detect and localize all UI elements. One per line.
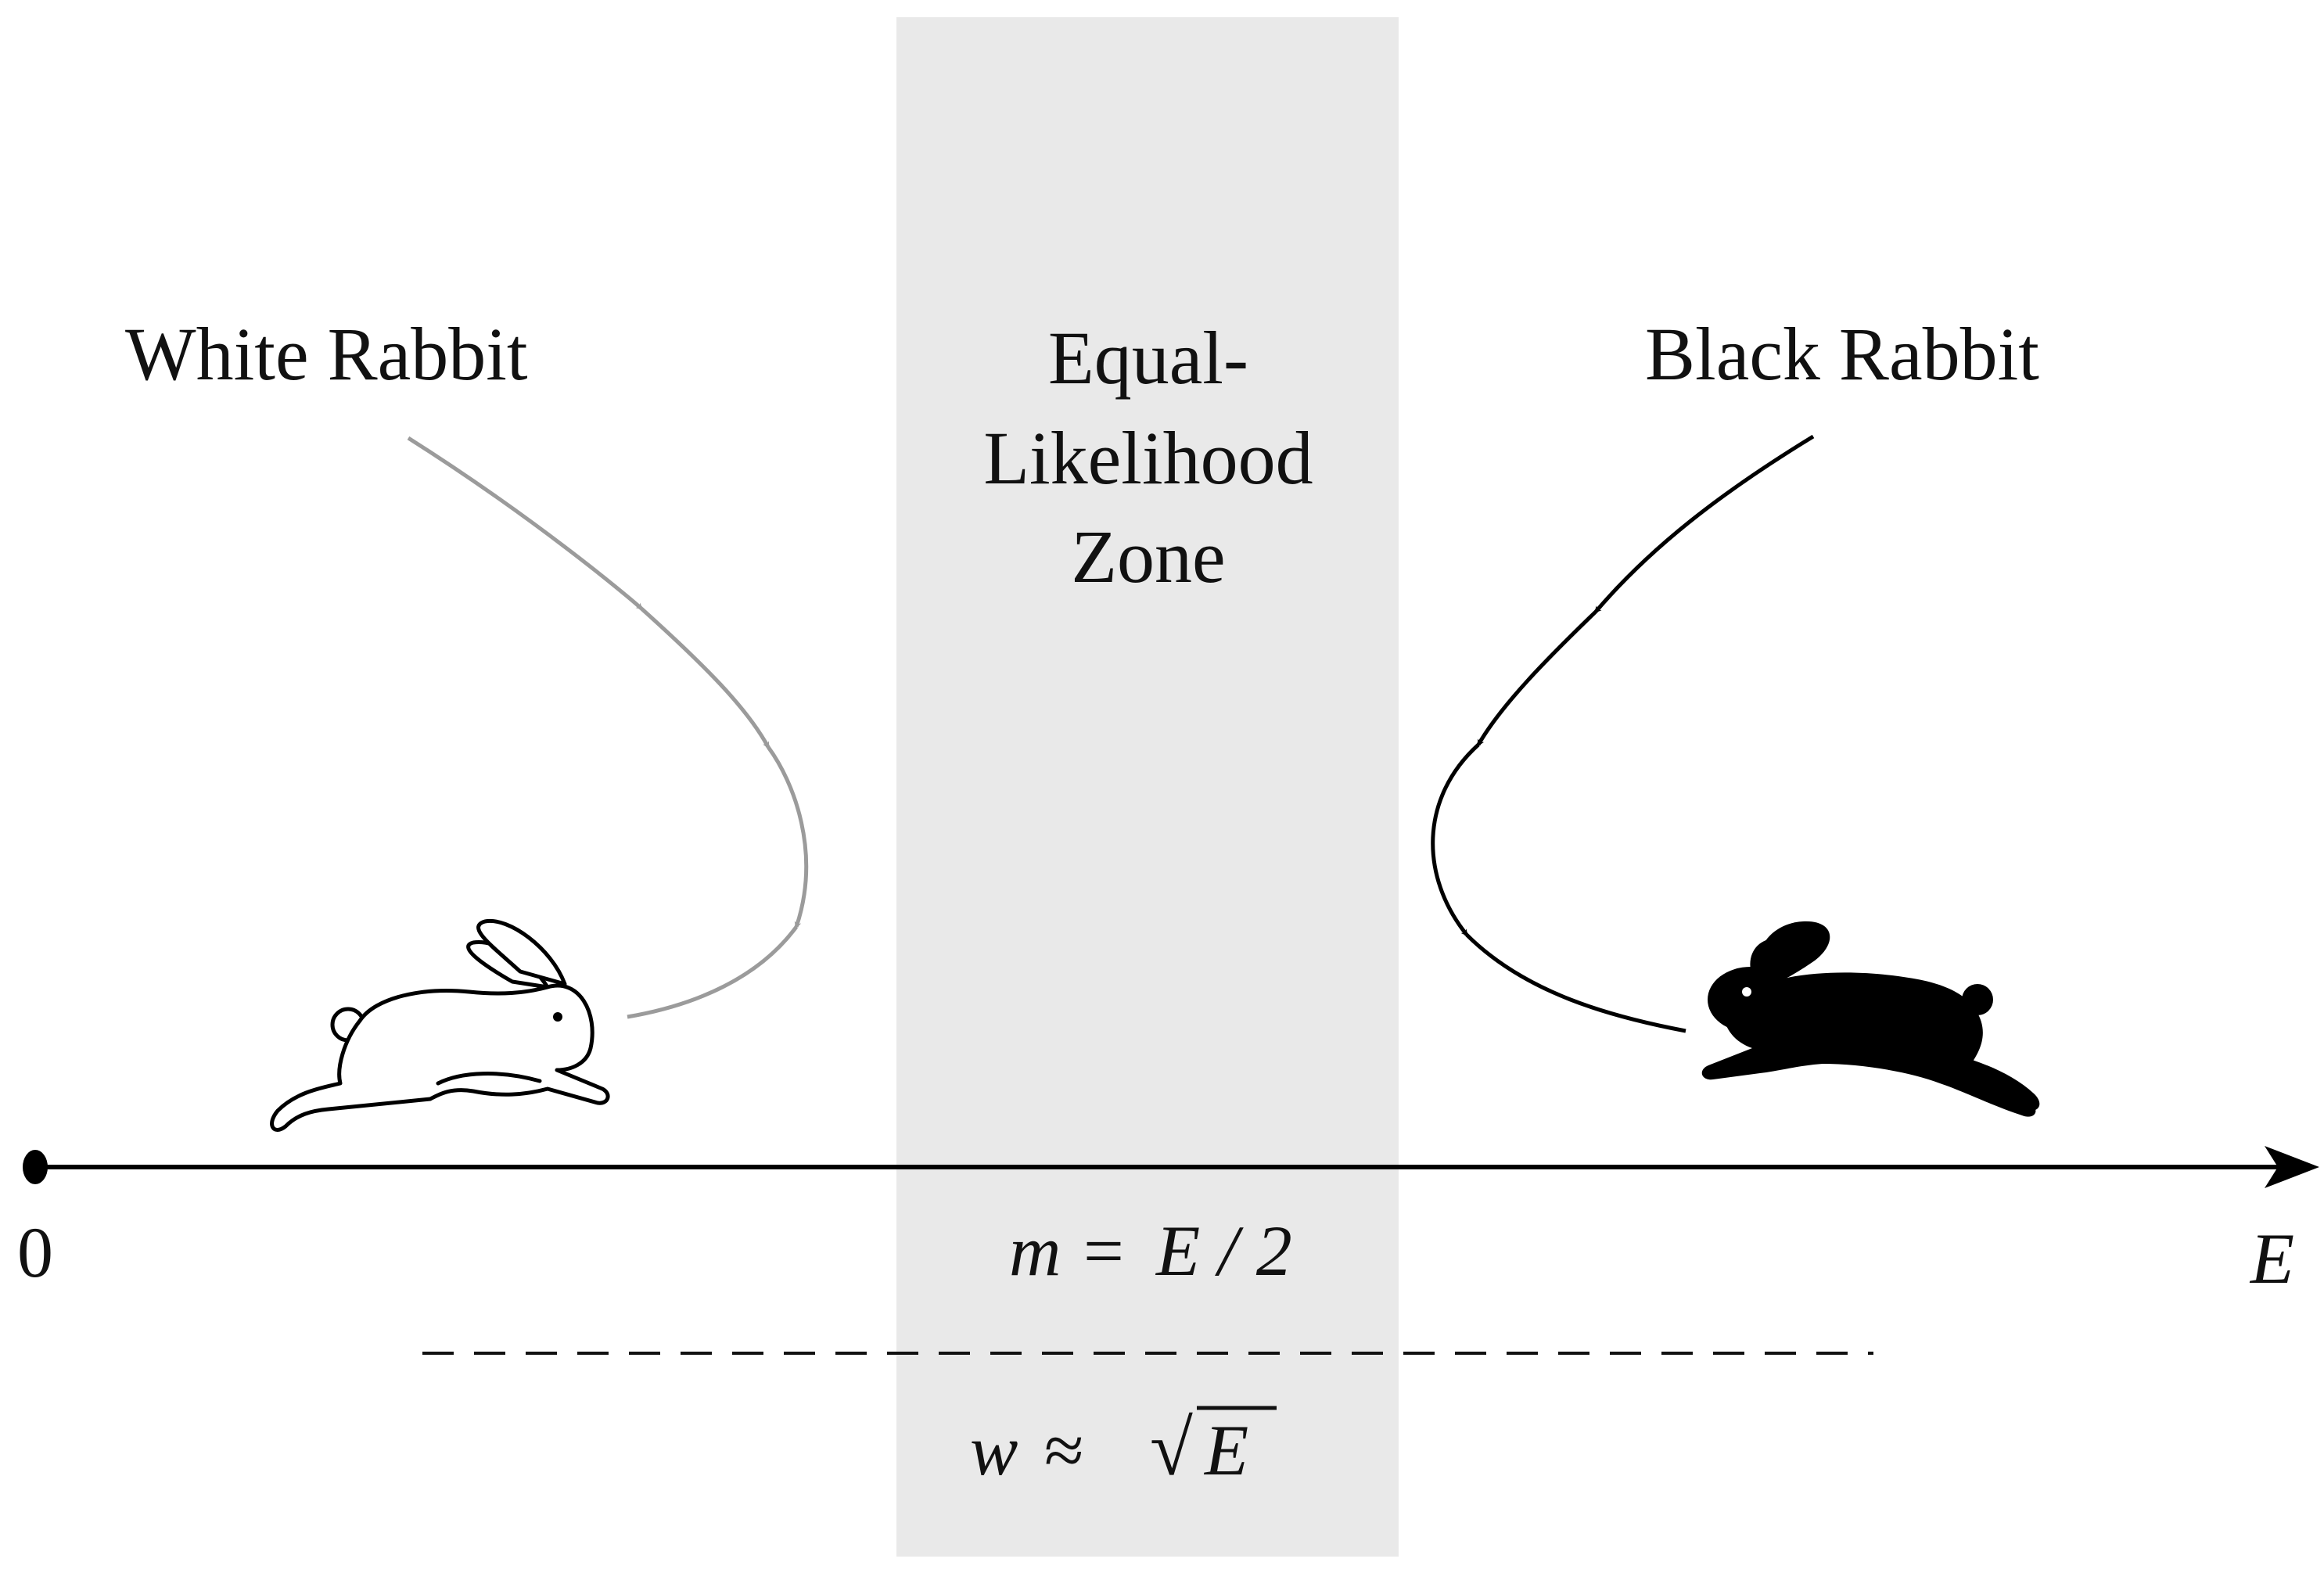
axis-end-label: E bbox=[2249, 1219, 2294, 1298]
energy-axis bbox=[23, 1146, 2319, 1188]
origin-dot bbox=[23, 1150, 48, 1184]
midpoint-equals: = bbox=[1083, 1211, 1124, 1291]
midpoint-var: m bbox=[1009, 1211, 1061, 1291]
zone-label-line2: Likelihood bbox=[983, 416, 1313, 500]
equal-likelihood-zone-band bbox=[896, 17, 1399, 1557]
black-rabbit-silhouette-icon bbox=[1701, 921, 2040, 1117]
width-radical-sign: √ bbox=[1150, 1405, 1193, 1492]
width-approx: ≈ bbox=[1044, 1410, 1084, 1490]
zone-label-line1: Equal- bbox=[1048, 316, 1248, 400]
white-rabbit-trajectory bbox=[407, 436, 809, 1019]
width-var: w bbox=[970, 1410, 1018, 1490]
zone-label-line3: Zone bbox=[1071, 515, 1225, 598]
white-rabbit-outline-icon bbox=[270, 918, 610, 1132]
black-rabbit-label: Black Rabbit bbox=[1645, 312, 2039, 396]
midpoint-annotation: m = E / 2 bbox=[1009, 1211, 1292, 1291]
midpoint-rhs: E / 2 bbox=[1155, 1211, 1292, 1291]
white-rabbit-label: White Rabbit bbox=[125, 312, 528, 396]
black-rabbit-trajectory bbox=[1431, 434, 1815, 1033]
axis-origin-label: 0 bbox=[17, 1212, 53, 1292]
width-radicand: E bbox=[1203, 1410, 1248, 1490]
width-annotation: w ≈ √ E bbox=[970, 1405, 1277, 1492]
